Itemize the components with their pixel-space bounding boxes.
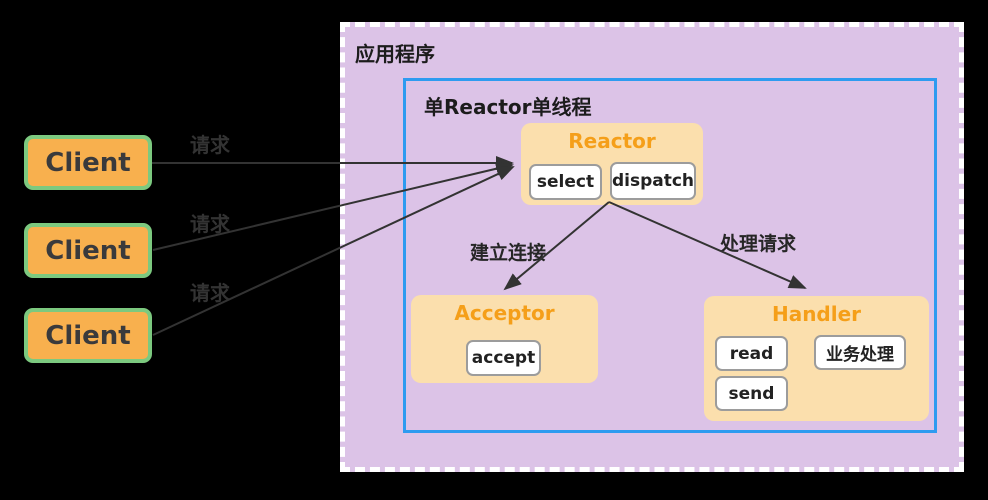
handler-title: Handler [771,302,862,326]
request-label-2: 请求 [190,212,230,236]
dispatch-box: dispatch [610,162,696,200]
send-box: send [715,376,788,411]
single-reactor-title: 单Reactor单线程 [424,95,592,119]
client-box-3: Client [24,308,152,363]
acceptor-box: Acceptor accept [411,295,598,383]
reactor-title: Reactor [568,129,656,153]
single-reactor-container: 单Reactor单线程 Reactor select dispatch Acce… [403,78,937,433]
establish-connection-label: 建立连接 [469,242,546,264]
application-title: 应用程序 [355,42,435,66]
select-box: select [529,164,602,200]
client-box-1: Client [24,135,152,190]
accept-box: accept [466,340,541,376]
application-container: 应用程序 单Reactor单线程 Reactor select dispatch… [340,22,964,472]
handler-box: Handler read 业务处理 send [704,296,929,421]
acceptor-title: Acceptor [454,301,555,325]
client-box-2: Client [24,223,152,278]
request-label-3: 请求 [190,281,230,305]
read-box: read [715,336,788,371]
business-process-box: 业务处理 [814,335,906,370]
handle-request-label: 处理请求 [719,233,796,255]
request-label-1: 请求 [190,133,230,157]
reactor-box: Reactor select dispatch [521,123,703,205]
